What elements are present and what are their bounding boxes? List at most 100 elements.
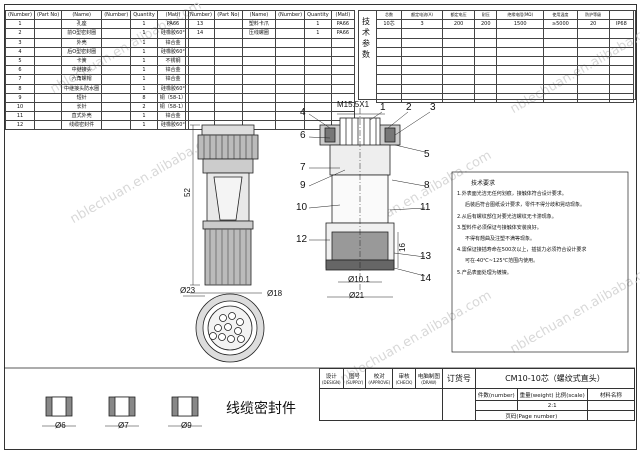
table-cell [543, 37, 578, 48]
table-cell [33, 28, 63, 39]
callout-13: 13 [420, 251, 432, 262]
dia-10-dim: Ø10.1 [348, 275, 370, 284]
table-cell [241, 37, 277, 48]
table-cell [543, 92, 578, 103]
requirement-item: 不得有翘曲及注塑不满等现象。 [465, 236, 536, 243]
table-cell [330, 46, 356, 57]
table-cell [275, 28, 306, 39]
callout-9: 9 [300, 180, 306, 191]
page-value [586, 410, 636, 421]
table-row [375, 37, 635, 48]
table-cell: 线缆密封件 [61, 120, 103, 131]
callout-12: 12 [296, 234, 308, 245]
callout-1: 1 [380, 102, 386, 113]
requirement-item: 2.从后有螺纹部位对要光洁螺纹无卡滞现象。 [457, 213, 557, 220]
role-cell: 设计(DESIGN) [319, 368, 344, 389]
table-cell [608, 92, 635, 103]
tech-params-label: 技术参数 [362, 17, 370, 59]
table-row [375, 92, 635, 103]
table-cell [608, 28, 635, 39]
material-value [586, 400, 636, 411]
table-cell [474, 37, 498, 48]
tech-requirements-title: 技术要求 [471, 180, 496, 187]
table-cell [474, 46, 498, 57]
table-cell [474, 28, 498, 39]
table-cell [185, 37, 215, 48]
table-cell [474, 92, 498, 103]
role-cell: 审核(CHECK) [392, 368, 416, 389]
table-cell [101, 120, 132, 131]
table-row [375, 46, 635, 57]
requirement-item: 4.需保证接插寿命在500次以上，插拔力必须符合设计要求 [457, 247, 587, 254]
table-cell [33, 120, 63, 131]
table-cell [241, 46, 277, 57]
table-cell [33, 37, 63, 48]
table-cell [330, 37, 356, 48]
seals-title: 线缆密封件 [226, 401, 296, 417]
table-row [185, 37, 356, 48]
order-no-value [441, 388, 476, 421]
parts-table-left: (Number) (Part No) (Name) (Number) Quant… [5, 9, 190, 131]
signature-area [319, 388, 443, 421]
table-cell [275, 46, 306, 57]
callout-14: 14 [420, 273, 432, 284]
tech-requirements: 技术要求 1.外表面光洁无任何划痕，接触体符合设计要求。 后装后符合图纸设计要求… [457, 178, 627, 279]
table-cell [101, 37, 132, 48]
table-cell [185, 46, 215, 57]
drawing-frame [4, 4, 637, 450]
table-cell [608, 37, 635, 48]
table-row [375, 28, 635, 39]
table-cell [543, 46, 578, 57]
parts-table-right: (Number) (Part No) (Name) (Number) Quant… [185, 9, 356, 131]
material-label: 材料名称 [586, 388, 636, 401]
callout-11: 11 [420, 202, 431, 213]
product-name: CM10-10芯（螺纹式直头） [474, 368, 636, 389]
callout-3: 3 [430, 102, 436, 113]
dia-23-dim: Ø23 [180, 286, 196, 295]
table-cell [275, 120, 306, 131]
seal-size-9: Ø9 [181, 421, 192, 430]
table-cell [275, 37, 306, 48]
title-block: 设计(DESIGN) 图号(SUPPLY) 校对(APPROVE) 审核(CHE… [319, 368, 636, 421]
length-16-dim: 16 [397, 243, 407, 252]
table-cell: 压线螺圈 [241, 28, 277, 39]
requirement-item: 3.塑料件必须保证与接触体安装良好。 [457, 224, 542, 231]
table-row [375, 55, 635, 67]
scale-value: 2:1 [516, 400, 588, 411]
requirement-item: 后装后符合图纸设计要求，零件不得分歧和晃动现象。 [465, 202, 586, 209]
role-cell: 电脑制图(DRAW) [414, 368, 443, 389]
requirement-item: 5.产品表面处理为镀镍。 [457, 269, 512, 276]
table-row [375, 83, 635, 94]
weight-scale-label: 重量(weight) 比例(scale) [516, 388, 588, 401]
length-dim: 52 [182, 188, 192, 197]
requirement-item: 1.外表面光洁无任何划痕，接触体符合设计要求。 [457, 191, 567, 198]
table-cell: 外壳 [61, 37, 103, 48]
dia-21-dim: Ø21 [349, 291, 365, 300]
order-no-label: 订货号 [441, 368, 476, 389]
table-cell: 后O型密封圈 [61, 46, 103, 57]
callout-8: 8 [424, 180, 430, 191]
table-cell [608, 46, 635, 57]
table-row [185, 46, 356, 57]
knurled-ring [201, 124, 255, 136]
callout-5: 5 [424, 149, 430, 160]
table-row [185, 83, 356, 94]
requirement-item: 可在-40℃~125℃范围内使用。 [465, 258, 539, 265]
role-cell: 校对(APPROVE) [365, 368, 394, 389]
table-cell: 前O型密封圈 [61, 28, 103, 39]
page-label: 页码(Page number) [474, 410, 588, 421]
table-cell [101, 28, 132, 39]
table-cell [33, 46, 63, 57]
table-cell [101, 46, 132, 57]
callout-6: 6 [300, 130, 306, 141]
callout-10: 10 [296, 202, 308, 213]
qty-label: 件数(number) [474, 388, 518, 401]
